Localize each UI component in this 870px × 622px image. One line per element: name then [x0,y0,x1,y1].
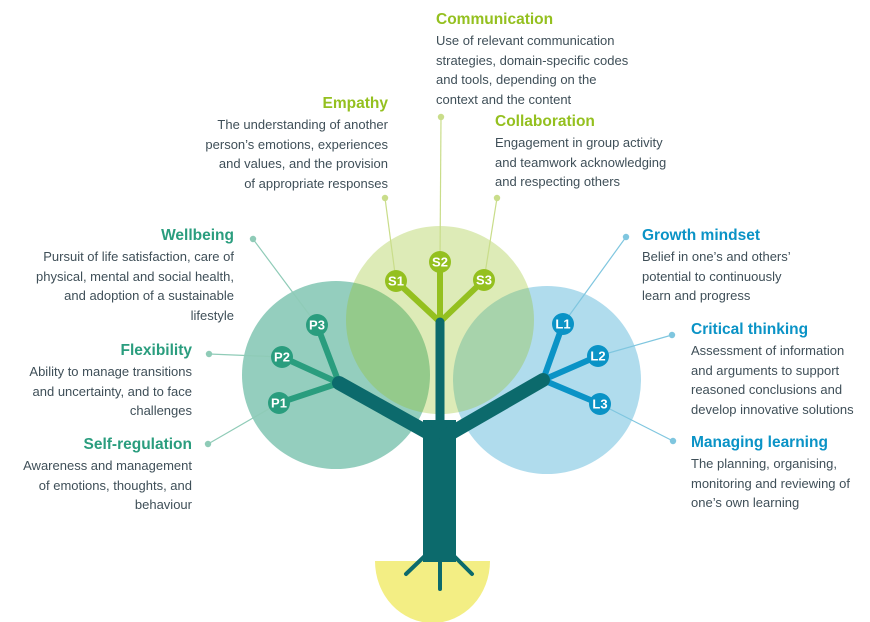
wellbeing-title: Wellbeing [161,227,234,244]
node-l3: L3 [589,393,611,415]
competence-managing-learning: Managing learning The planning, organisi… [691,433,850,513]
svg-text:S3: S3 [476,273,492,288]
competence-wellbeing: Wellbeing Pursuit of life satisfaction, … [36,226,234,325]
node-s1: S1 [385,270,407,292]
node-p1: P1 [268,392,290,414]
node-s2: S2 [429,251,451,273]
svg-text:L1: L1 [555,317,570,332]
svg-text:L3: L3 [592,397,607,412]
growth-mindset-description: Belief in one’s and others’ potential to… [642,249,791,303]
svg-text:L2: L2 [590,349,605,364]
collaboration-description: Engagement in group activity and teamwor… [495,135,667,189]
communication-description: Use of relevant communication strategies… [436,33,629,107]
self-regulation-title: Self-regulation [83,436,192,453]
critical-thinking-description: Assessment of information and arguments … [691,343,854,417]
managing-learning-title: Managing learning [691,434,828,451]
node-l2: L2 [587,345,609,367]
svg-text:P1: P1 [271,396,287,411]
communication-title: Communication [436,11,554,28]
competence-empathy: Empathy The understanding of another per… [205,94,388,193]
svg-text:S2: S2 [432,255,448,270]
svg-text:P2: P2 [274,350,290,365]
svg-text:S1: S1 [388,274,404,289]
node-l1: L1 [552,313,574,335]
wellbeing-description: Pursuit of life satisfaction, care of ph… [35,249,234,323]
competence-communication: Communication Use of relevant communicat… [436,10,628,109]
flexibility-description: Ability to manage transitions and uncert… [29,364,192,418]
node-s3: S3 [473,269,495,291]
competence-self-regulation: Self-regulation Awareness and management… [23,435,192,515]
ground [375,561,490,622]
managing-learning-description: The planning, organising, monitoring and… [691,456,850,510]
trunk [332,317,550,562]
competence-flexibility: Flexibility Ability to manage transition… [29,341,192,421]
node-p2: P2 [271,346,293,368]
flexibility-title: Flexibility [120,342,193,359]
empathy-description: The understanding of another person’s em… [205,117,388,191]
critical-thinking-title: Critical thinking [691,321,809,338]
collaboration-title: Collaboration [495,113,595,130]
growth-mindset-title: Growth mindset [642,227,760,244]
empathy-title: Empathy [322,95,388,112]
roots [404,550,474,591]
competence-growth-mindset: Growth mindset Belief in one’s and other… [642,226,791,306]
node-p3: P3 [306,314,328,336]
svg-text:P3: P3 [309,318,325,333]
self-regulation-description: Awareness and management of emotions, th… [23,458,192,512]
competence-critical-thinking: Critical thinking Assessment of informat… [691,320,854,419]
connector-lines [204,113,677,448]
competence-collaboration: Collaboration Engagement in group activi… [495,112,666,192]
